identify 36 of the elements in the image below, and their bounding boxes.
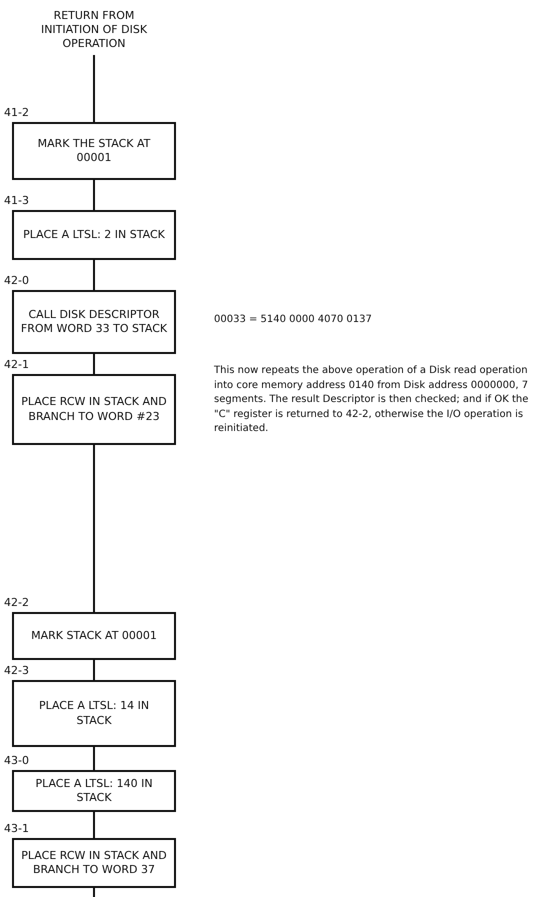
step-text: PLACE A LTSL: 14 IN STACK <box>38 699 150 728</box>
process-box <box>12 680 176 747</box>
connector-line <box>93 445 95 612</box>
process-box <box>12 122 176 180</box>
step-text: CALL DISK DESCRIPTOR FROM WORD 33 TO STACK <box>20 308 168 336</box>
process-box <box>12 210 176 260</box>
step-number: 41-2 <box>4 106 29 119</box>
step-text: PLACE A LTSL: 140 IN STACK <box>34 776 154 806</box>
connector-line <box>93 812 95 838</box>
step-text: PLACE RCW IN STACK AND BRANCH TO WORD #23 <box>20 395 168 424</box>
step-number: 41-3 <box>4 194 29 207</box>
connector-line <box>93 180 95 210</box>
connector-line <box>93 354 95 374</box>
connector-line <box>93 747 95 770</box>
step-number: 43-1 <box>4 822 29 835</box>
step-number: 42-2 <box>4 596 29 609</box>
start-text: RETURN FROM INITIATION OF DISK OPERATION <box>40 8 148 52</box>
step-text: PLACE A LTSL: 2 IN STACK <box>22 228 166 242</box>
step-number: 42-1 <box>4 358 29 371</box>
explanation-note: This now repeats the above operation of a Disk read operation into core memory address 0140 from Disk address 0000000, 7 segments. The result Descriptor is then checked; and if OK the "C" register is returned to 42-2, otherwise the I/O operation is reinitiated. <box>214 364 530 436</box>
connector-line <box>93 260 95 290</box>
step-text: PLACE RCW IN STACK AND BRANCH TO WORD 37 <box>20 848 168 878</box>
process-box <box>12 612 176 660</box>
step-number: 42-3 <box>4 664 29 677</box>
process-box <box>12 374 176 445</box>
step-number: 42-0 <box>4 274 29 287</box>
process-box <box>12 770 176 812</box>
step-number: 43-0 <box>4 754 29 767</box>
connector-line <box>93 660 95 680</box>
step-text: MARK THE STACK AT 00001 <box>36 136 152 166</box>
connector-line <box>93 55 95 122</box>
descriptor-note: 00033 = 5140 0000 4070 0137 <box>214 313 373 327</box>
process-box <box>12 290 176 354</box>
process-box <box>12 838 176 888</box>
connector-line <box>93 888 95 897</box>
step-text: MARK STACK AT 00001 <box>30 628 158 644</box>
